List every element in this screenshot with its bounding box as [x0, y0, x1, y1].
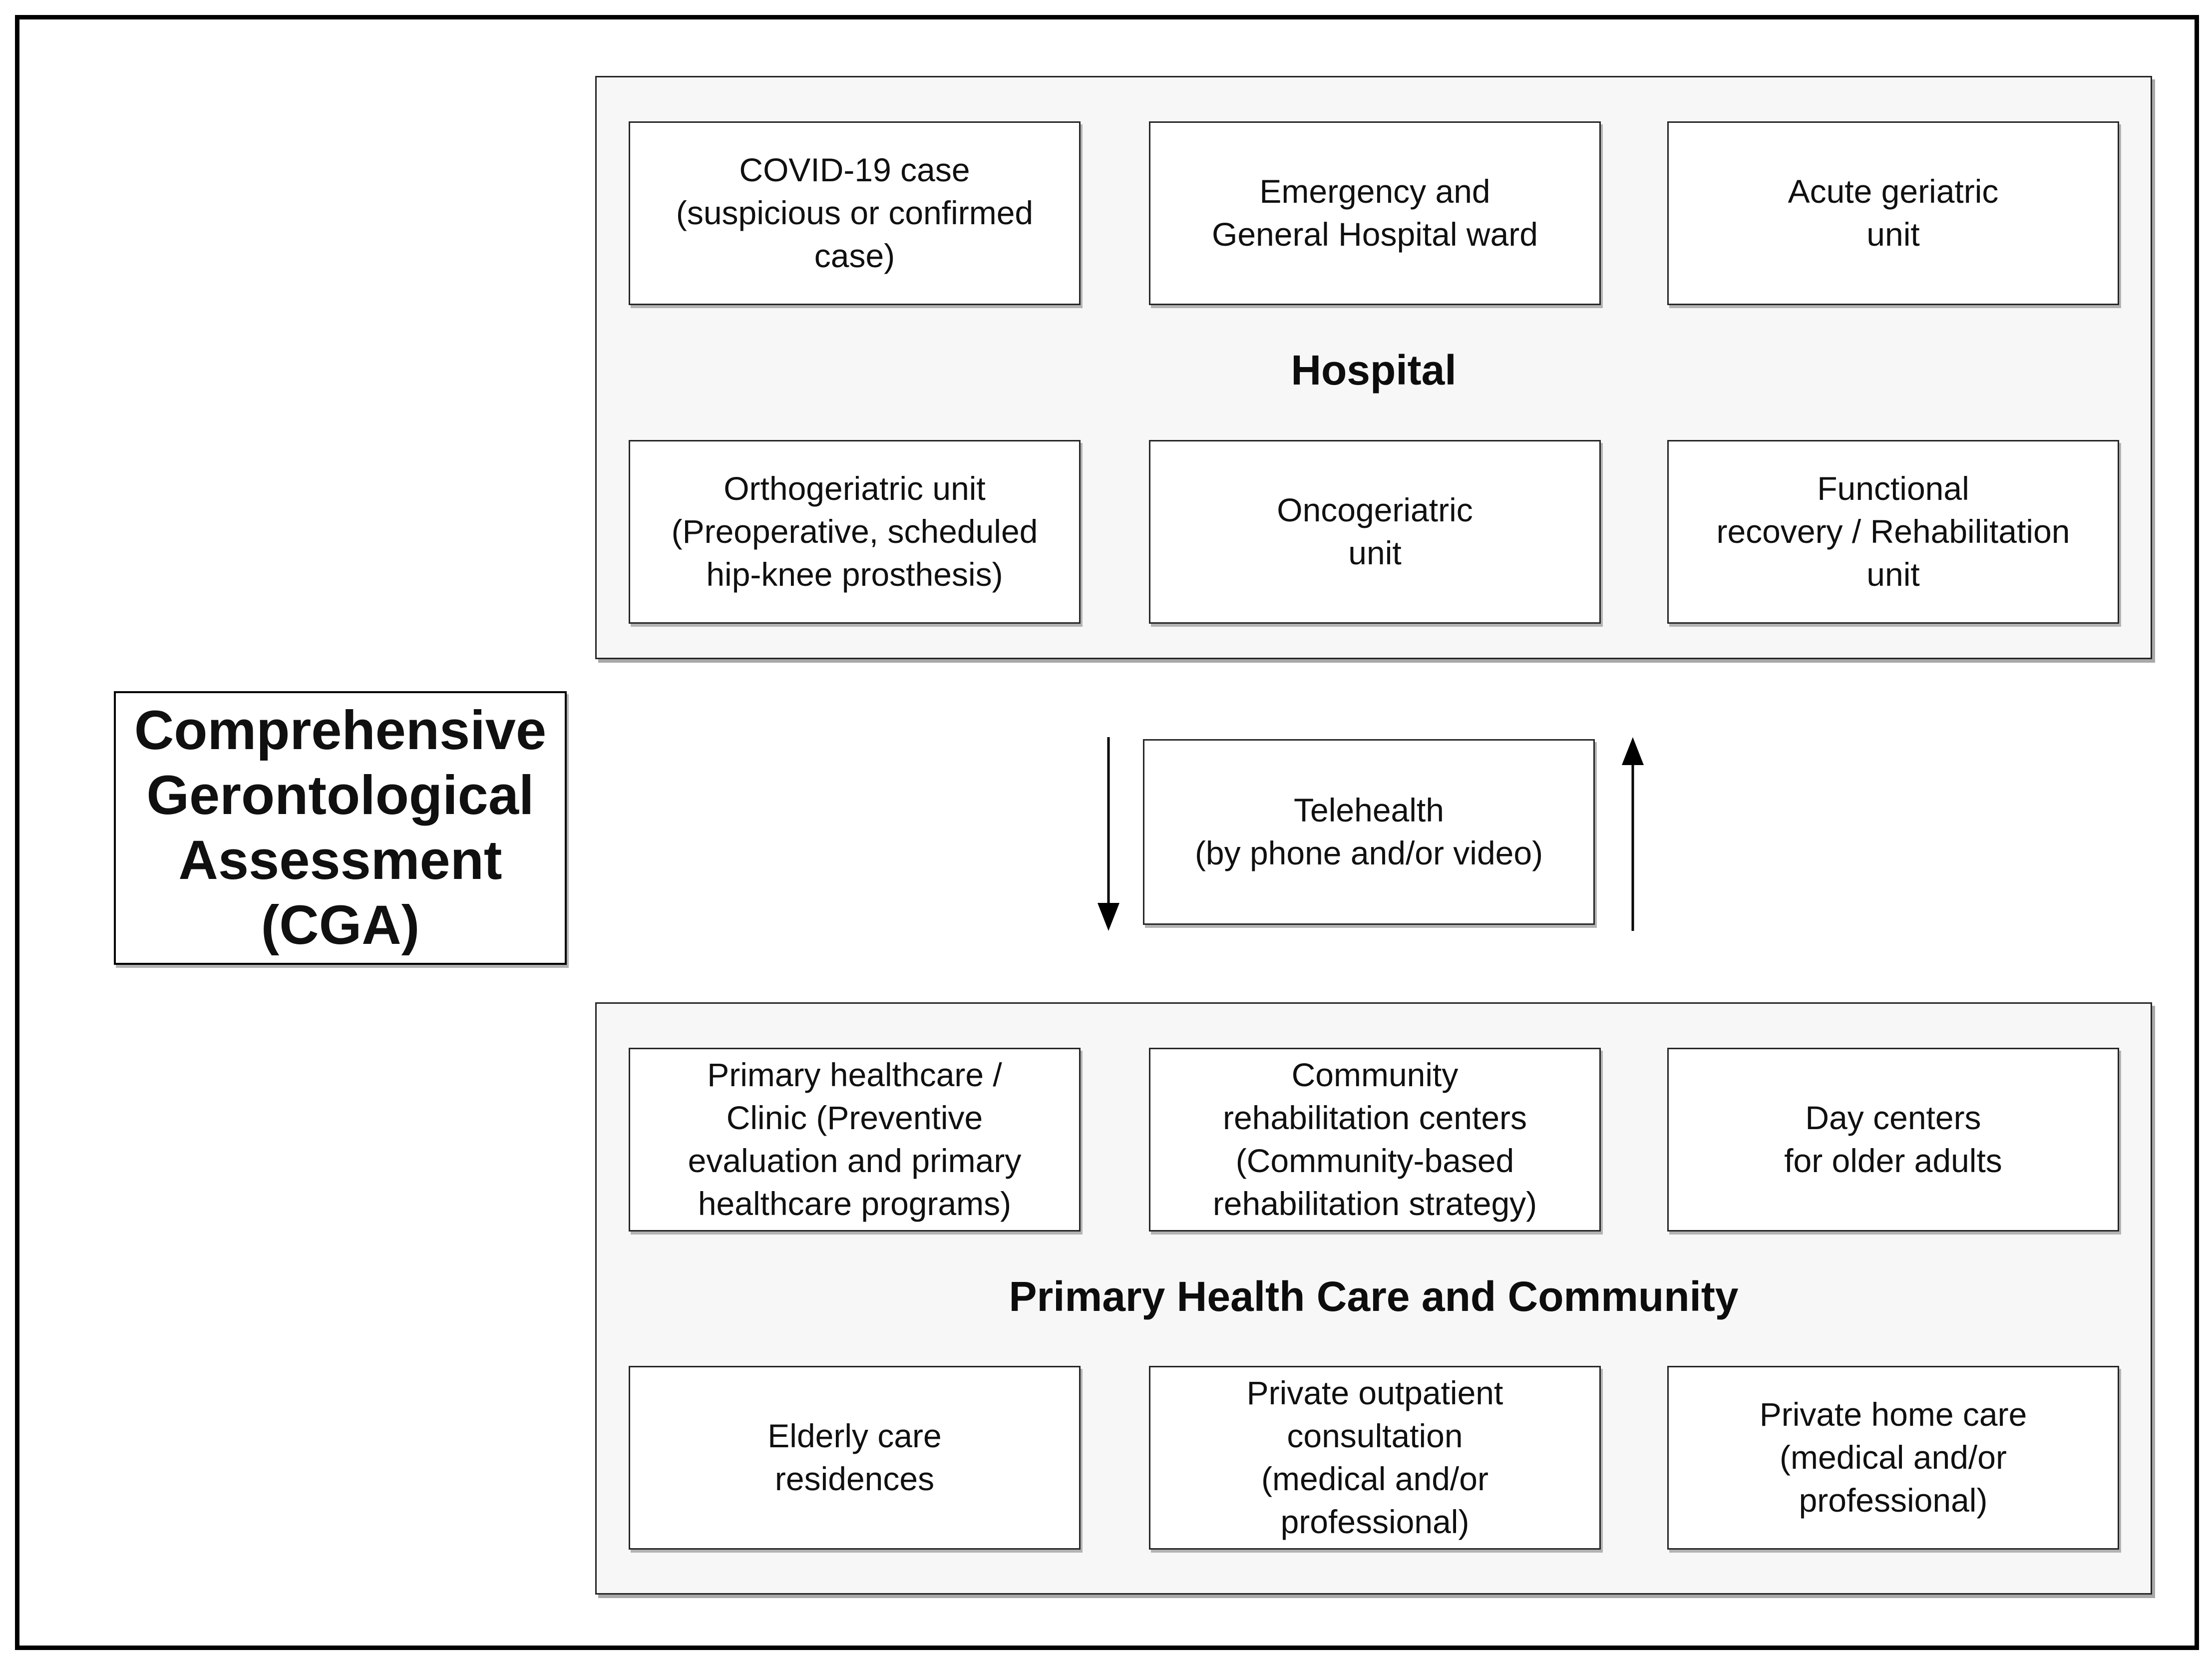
node-oncogeriatric-unit: Oncogeriatric unit	[1149, 440, 1601, 624]
cga-label-box: Comprehensive Gerontological Assessment …	[114, 691, 567, 965]
node-primary-healthcare-clinic: Primary healthcare / Clinic (Preventive …	[629, 1048, 1081, 1232]
diagram-border	[15, 15, 2199, 1650]
node-orthogeriatric-unit: Orthogeriatric unit (Preoperative, sched…	[629, 440, 1081, 624]
node-acute-geriatric-unit: Acute geriatric unit	[1667, 121, 2119, 305]
node-telehealth: Telehealth (by phone and/or video)	[1143, 739, 1595, 925]
hospital-panel: COVID-19 case (suspicious or confirmed c…	[595, 76, 2152, 659]
node-covid-case: COVID-19 case (suspicious or confirmed c…	[629, 121, 1081, 305]
primary-health-care-panel: Primary healthcare / Clinic (Preventive …	[595, 1002, 2152, 1595]
arrow-down-icon	[1098, 737, 1119, 931]
primary-health-care-title: Primary Health Care and Community	[1009, 1273, 1739, 1320]
node-private-outpatient-consultation: Private outpatient consultation (medical…	[1149, 1366, 1601, 1550]
hospital-title: Hospital	[1291, 347, 1457, 394]
node-day-centers: Day centers for older adults	[1667, 1048, 2119, 1232]
node-functional-recovery-unit: Functional recovery / Rehabilitation uni…	[1667, 440, 2119, 624]
arrow-up-icon	[1622, 737, 1644, 931]
node-private-home-care: Private home care (medical and/or profes…	[1667, 1366, 2119, 1550]
node-elderly-care-residences: Elderly care residences	[629, 1366, 1081, 1550]
node-community-rehabilitation-centers: Community rehabilitation centers (Commun…	[1149, 1048, 1601, 1232]
node-emergency-general-ward: Emergency and General Hospital ward	[1149, 121, 1601, 305]
